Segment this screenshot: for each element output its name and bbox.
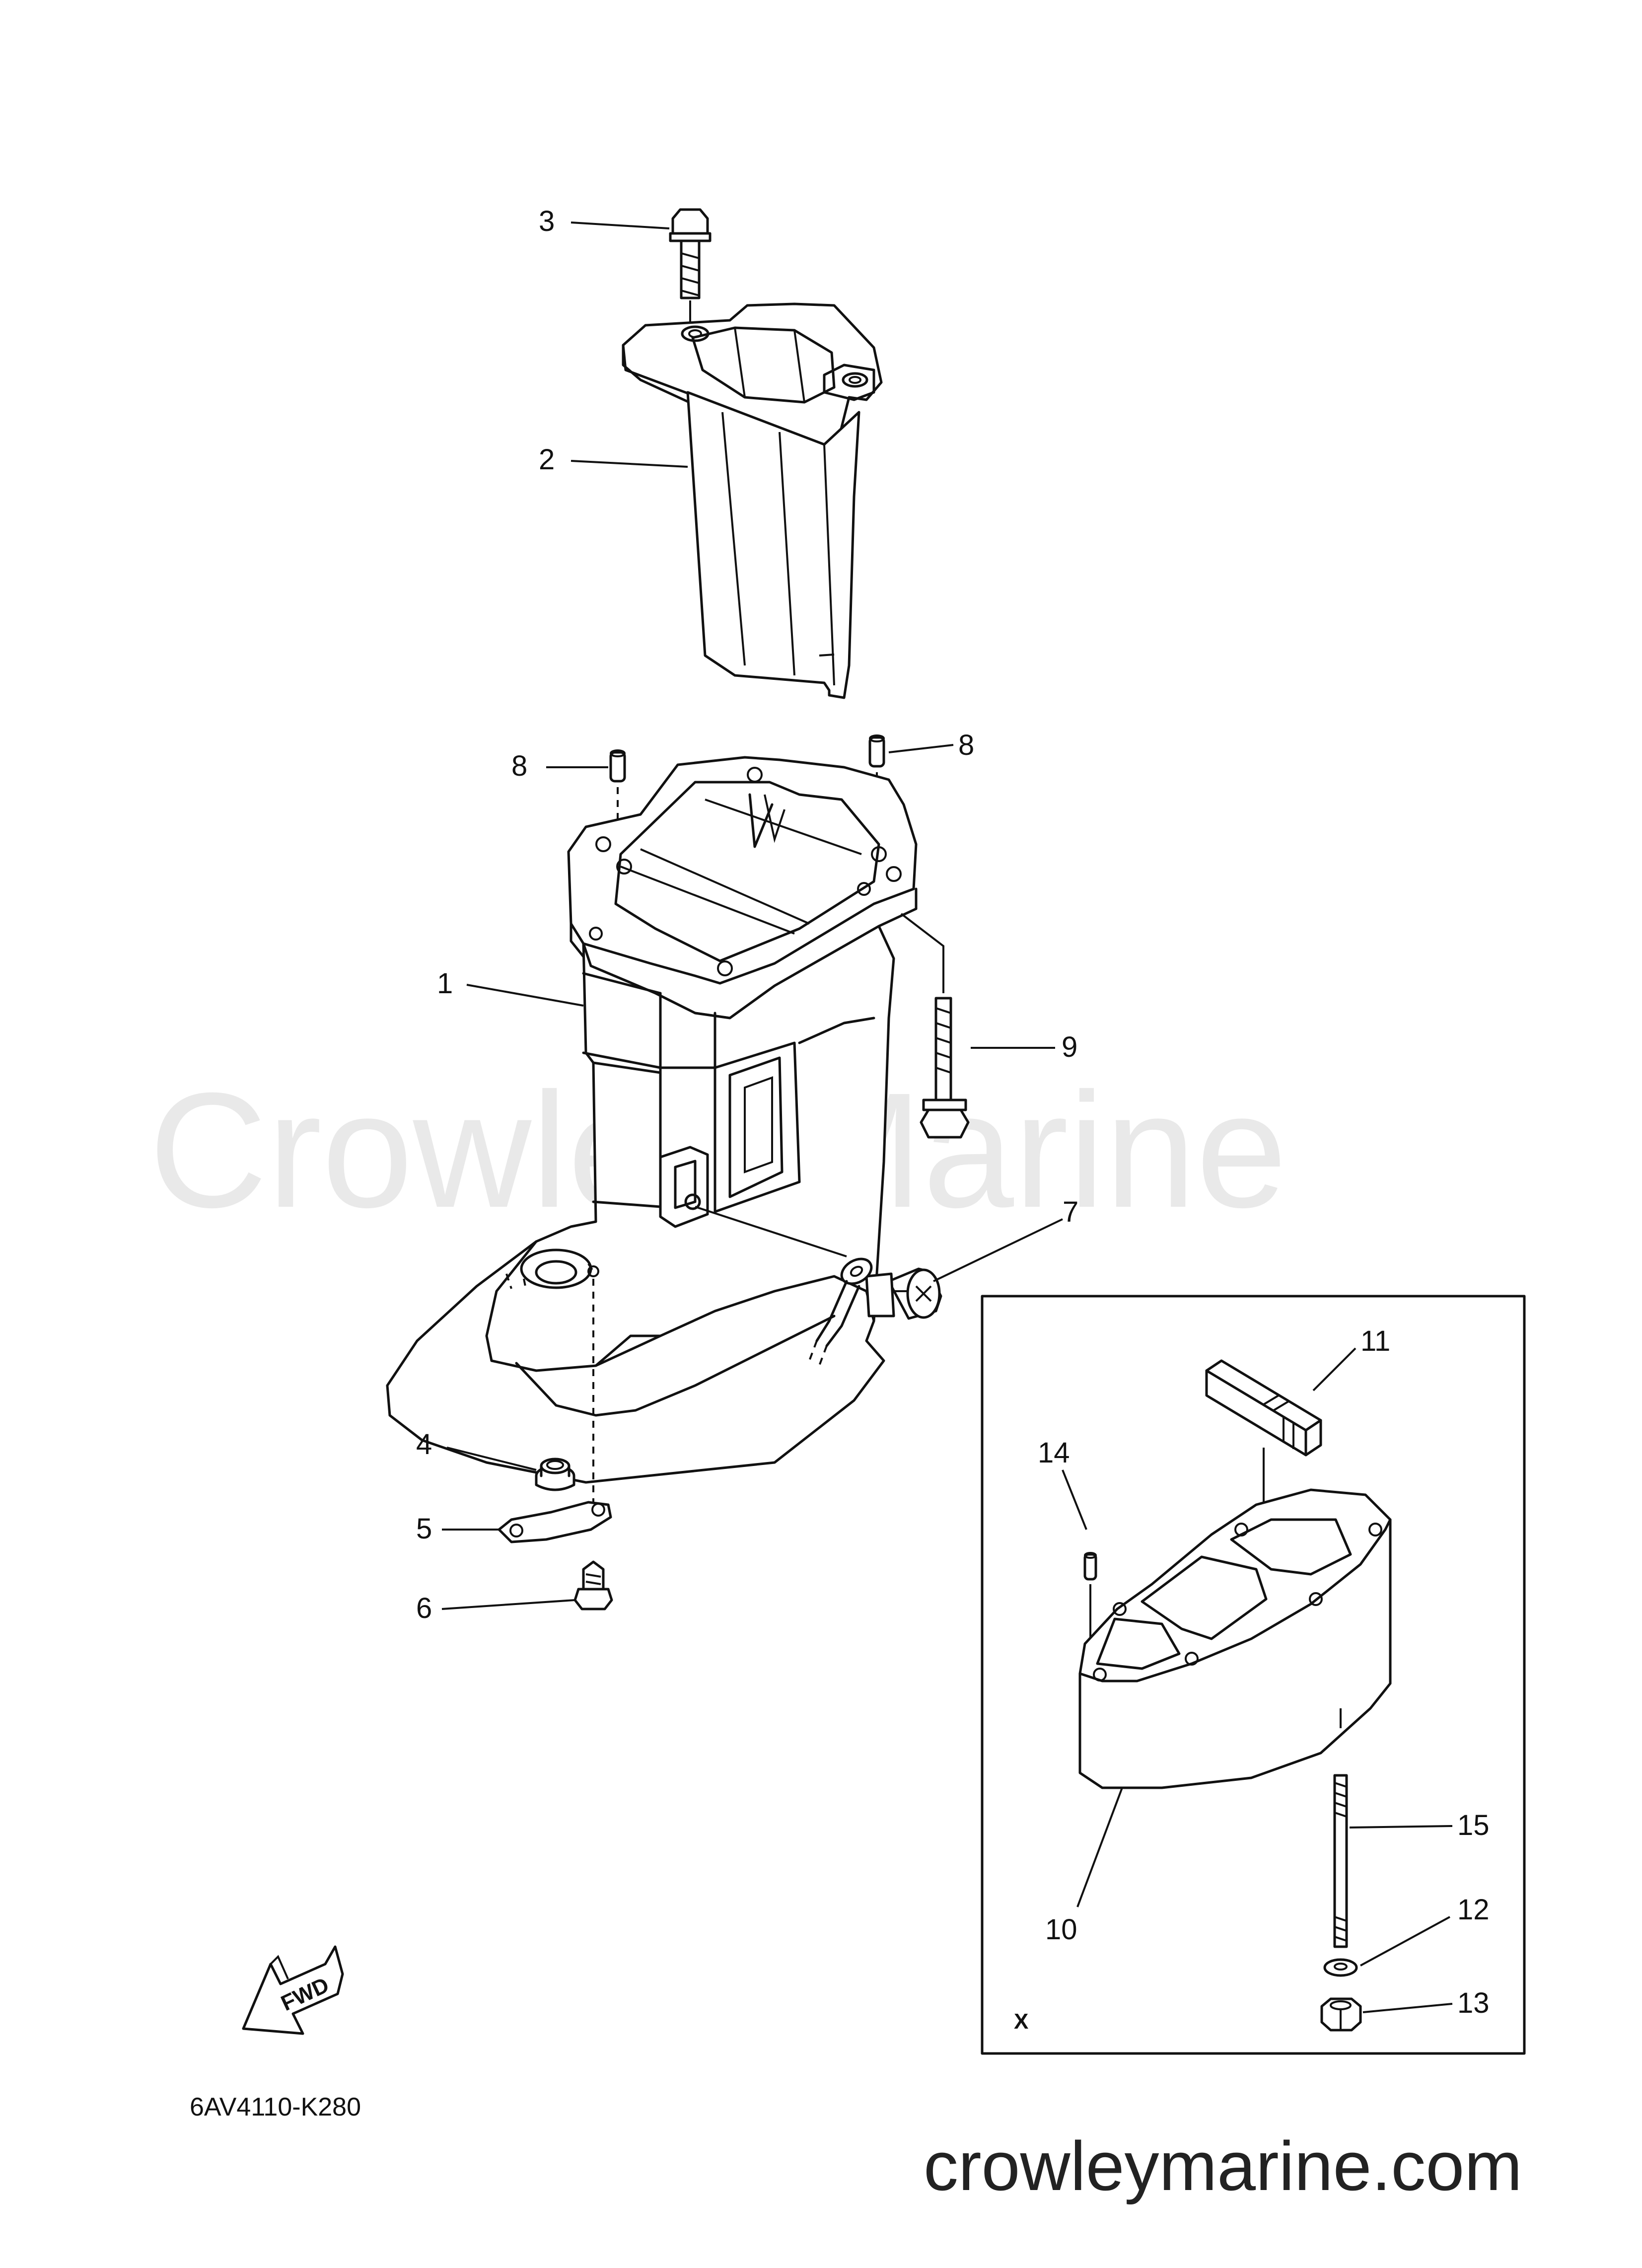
callout-13: 13 [1457,1987,1490,2019]
diagram-code: 6AV4110-K280 [190,2093,361,2122]
callout-9: 9 [1062,1031,1077,1063]
inset-x-box: X [981,1295,1526,2055]
callout-8-left: 8 [511,750,527,782]
part-1-upper-casing[interactable] [386,756,918,1507]
callout-leaders [441,221,1453,2013]
callout-2: 2 [539,443,555,476]
part-13-nut[interactable] [1320,1997,1362,2032]
callout-5: 5 [416,1513,432,1545]
callout-3: 3 [539,205,555,237]
callout-1: 1 [437,967,453,1000]
callout-4: 4 [416,1428,432,1461]
part-10-spacer[interactable] [1078,1488,1392,1818]
callout-8-right: 8 [958,729,974,761]
callout-15: 15 [1457,1809,1490,1841]
part-7-screw[interactable] [865,1267,942,1320]
part-15-stud[interactable] [1333,1774,1348,1948]
part-6-bolt[interactable] [573,1560,613,1610]
inset-x-label: X [1014,2009,1028,2034]
part-5-anode-plate[interactable] [498,1501,612,1543]
part-3-bolt[interactable] [669,208,712,323]
callout-12: 12 [1457,1894,1490,1926]
callout-6: 6 [416,1592,432,1624]
part-4-grommet[interactable] [535,1458,575,1491]
callout-10: 10 [1045,1913,1077,1946]
site-url: crowleymarine.com [924,2127,1522,2205]
fwd-arrow-icon: FWD [242,1945,344,2035]
part-12-washer[interactable] [1323,1958,1358,1977]
part-2-exhaust-guide[interactable] [622,302,883,699]
callout-14: 14 [1038,1437,1070,1469]
callout-7: 7 [1063,1196,1078,1228]
part-9-bolt[interactable] [900,913,970,1139]
ground-wire [695,1206,873,1366]
callout-11: 11 [1360,1325,1390,1357]
callout-labels: 3 2 8 8 1 9 7 4 5 6 11 14 15 12 13 10 [416,205,1490,2019]
